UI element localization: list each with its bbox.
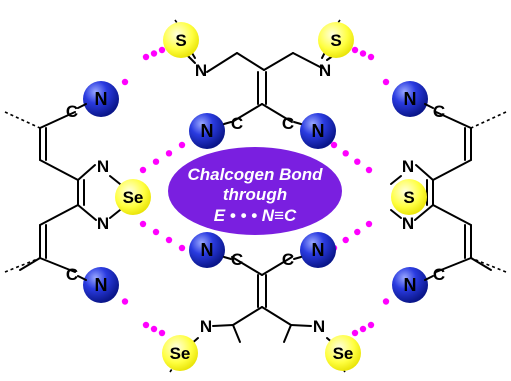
chalcogen-bond-dot — [342, 150, 349, 157]
chalcogen-bond-dot — [365, 166, 373, 174]
selenium-symbol: Se — [333, 344, 354, 363]
chalcogen-bond-dot — [139, 166, 147, 174]
chalcogen-bond-dot — [165, 236, 173, 244]
carbon-symbol: C — [66, 265, 78, 284]
chalcogen-bond-dots — [121, 46, 390, 337]
chalcogen-bond-dot — [359, 50, 367, 57]
chalcogen-bond-dot — [359, 325, 367, 333]
ring-nitrogen: N — [402, 214, 414, 233]
selenium-symbol: Se — [123, 188, 144, 207]
chalcogen-bond-dot — [342, 236, 349, 244]
nitrogen-atom: N — [300, 232, 336, 268]
chalcogen-bond-dot — [142, 321, 150, 329]
imine-nitrogen: N — [200, 317, 212, 336]
sulfur-atom: S — [163, 22, 199, 58]
chalcogen-bond-dot — [351, 329, 359, 337]
chalcogen-bond-dot — [121, 78, 129, 86]
chalcogen-bond-dot — [351, 46, 359, 54]
chalcogen-bond-dot — [152, 228, 160, 236]
nitrogen-atom: N — [392, 81, 428, 117]
nitrogen-atom: N — [83, 81, 119, 117]
chalcogen-bond-dot — [354, 228, 361, 236]
ring-nitrogen: N — [97, 214, 109, 233]
chalcogen-bond-dot — [142, 53, 150, 61]
nitrogen-symbol: N — [312, 240, 325, 260]
nitrogen-symbol: N — [201, 240, 214, 260]
chalcogen-bond-dot — [178, 141, 186, 149]
chalcogen-bond-dot — [150, 50, 158, 57]
carbon-symbol: C — [433, 102, 445, 121]
nitrogen-atom: N — [189, 232, 225, 268]
nitrogen-symbol: N — [404, 89, 417, 109]
chalcogen-bond-dot — [367, 321, 375, 329]
nitrogen-symbol: N — [404, 275, 417, 295]
selenium-atom: Se — [162, 335, 198, 371]
carbon-symbol: C — [231, 114, 243, 133]
chalcogen-bond-dot — [178, 244, 186, 252]
chalcogen-bond-dot — [150, 325, 158, 333]
chalcogen-bond-dot — [139, 220, 147, 228]
sulfur-atom: S — [391, 179, 427, 215]
carbon-symbol: C — [282, 250, 294, 269]
plain-nitrogen-labels: N N N N N N N N — [97, 61, 414, 336]
carbon-symbol: C — [282, 114, 294, 133]
carbon-labels: C C C C C C C C — [66, 102, 445, 284]
label-line-3: E • • • N≡C — [214, 206, 297, 225]
nitrogen-symbol: N — [312, 121, 325, 141]
chalcogen-bond-dot — [382, 298, 390, 305]
chalcogen-bond-dot — [354, 158, 361, 165]
nitrogen-atoms: N N N N N N N N — [83, 81, 428, 303]
nitrogen-symbol: N — [95, 275, 108, 295]
carbon-symbol: C — [433, 265, 445, 284]
sulfur-symbol: S — [403, 188, 414, 207]
nitrogen-symbol: N — [201, 121, 214, 141]
imine-nitrogen: N — [319, 61, 331, 80]
imine-nitrogen: N — [195, 61, 207, 80]
ring-nitrogen: N — [97, 157, 109, 176]
label-line-2: through — [223, 185, 287, 204]
carbon-symbol: C — [231, 250, 243, 269]
nitrogen-atom: N — [300, 113, 336, 149]
selenium-atom: Se — [325, 335, 361, 371]
chalcogen-bond-dot — [158, 46, 166, 54]
label-line-1: Chalcogen Bond — [187, 165, 323, 184]
bond-skeleton — [19, 52, 492, 343]
selenium-atom: Se — [115, 179, 151, 215]
nitrile-triple-bonds — [77, 103, 434, 281]
chalcogen-bond-dot — [382, 78, 390, 86]
chalcogen-bond-dot — [152, 158, 160, 165]
nitrogen-symbol: N — [95, 89, 108, 109]
nitrogen-atom: N — [83, 267, 119, 303]
imine-nitrogen: N — [313, 317, 325, 336]
ring-nitrogen: N — [402, 157, 414, 176]
carbon-symbol: C — [66, 102, 78, 121]
chalcogen-bond-dot — [367, 53, 375, 61]
sulfur-symbol: S — [330, 31, 341, 50]
chalcogen-bond-label: Chalcogen Bond through E • • • N≡C — [168, 147, 342, 235]
chalcogen-bond-dot — [121, 298, 129, 305]
chalcogen-bond-dot — [165, 150, 173, 157]
selenium-symbol: Se — [170, 344, 191, 363]
chalcogen-bond-dot — [158, 329, 166, 337]
label-ellipse — [168, 147, 342, 235]
chalcogen-bond-dot — [365, 220, 373, 228]
nitrogen-atom: N — [392, 267, 428, 303]
sulfur-symbol: S — [175, 31, 186, 50]
sulfur-atom: S — [318, 22, 354, 58]
chalcogen-bond-dot — [330, 141, 338, 149]
chalcogen-atoms: S S Se S Se Se — [115, 22, 427, 371]
nitrogen-atom: N — [189, 113, 225, 149]
